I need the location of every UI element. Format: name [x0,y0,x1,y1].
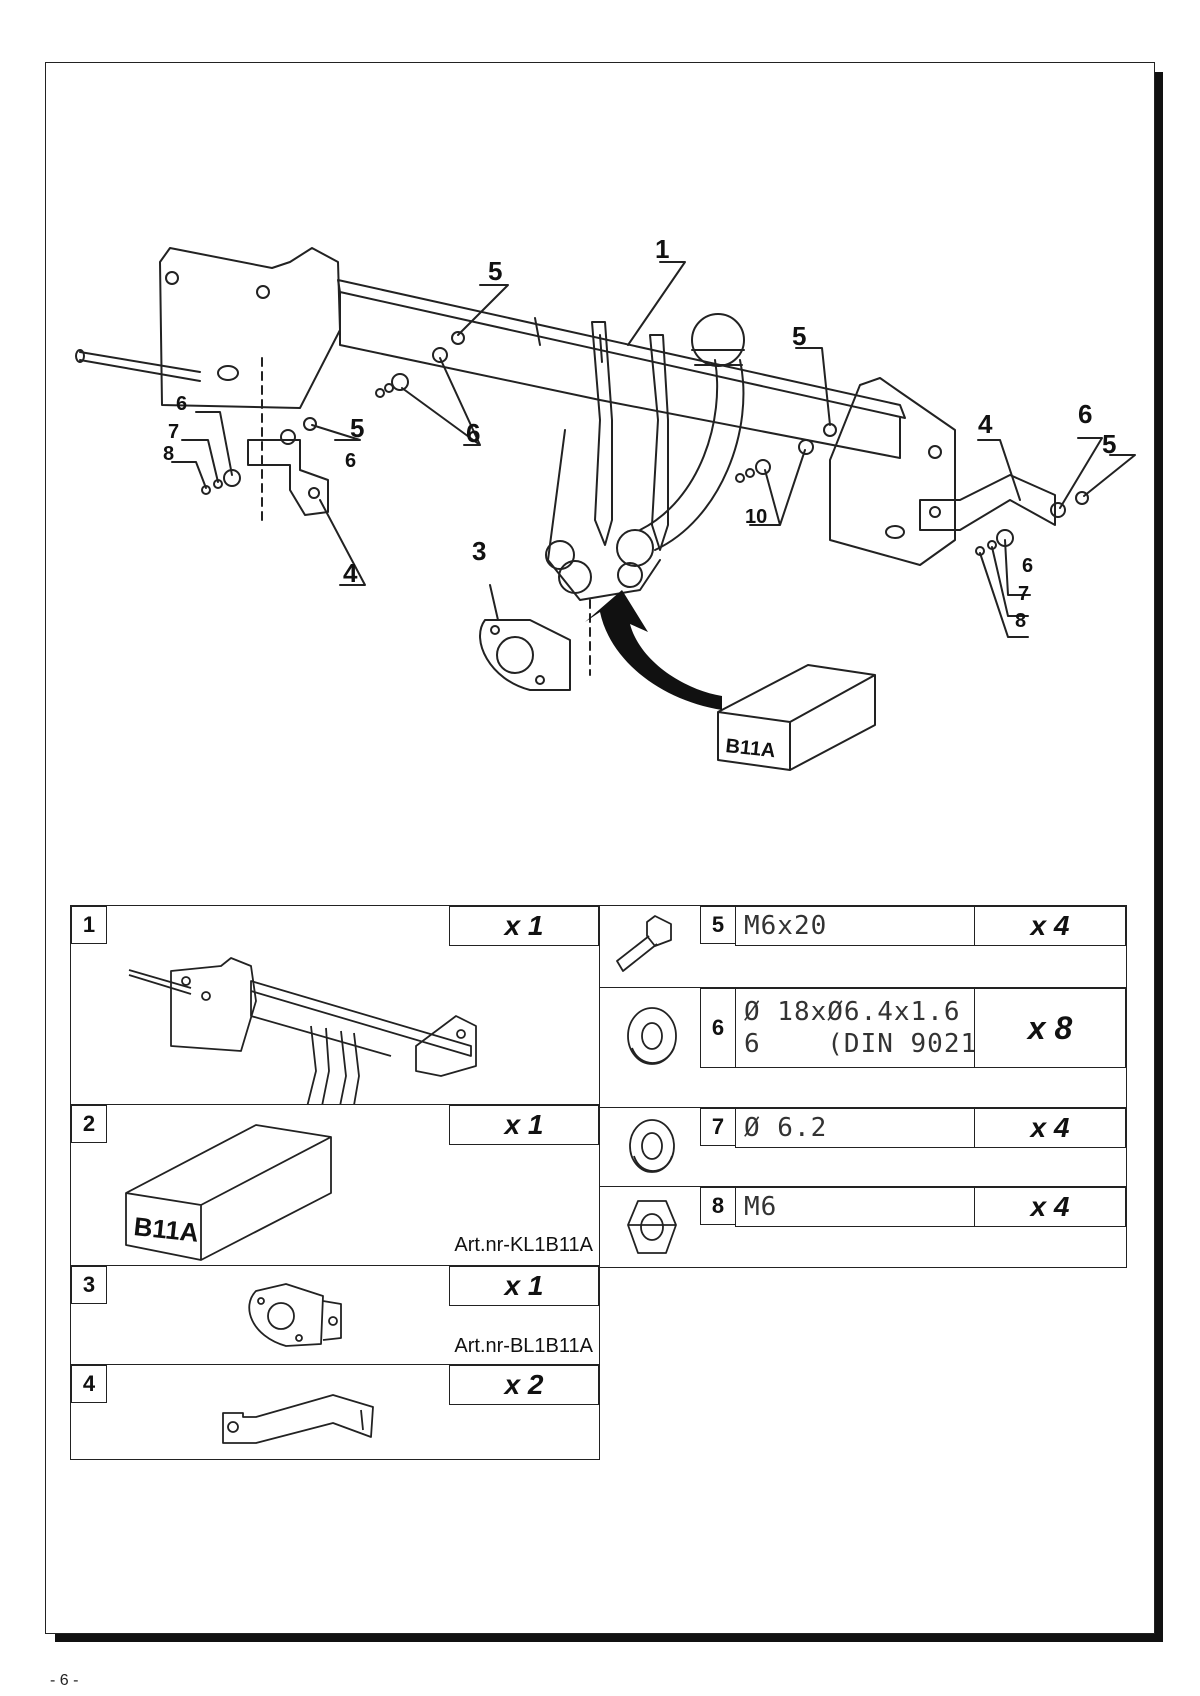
callout-8: 8 [163,443,174,465]
part-2-box-icon: B11A [125,1124,332,1261]
callout-6: 6 [176,393,187,415]
part-quantity: x 1 [449,1266,599,1306]
part-number: 7 [700,1108,736,1146]
arm-right [649,334,669,551]
callout-5: 5 [792,321,806,351]
part-number: 4 [71,1365,107,1403]
part-row-6: 6 Ø 18xØ6.4x1.6 6 (DIN 9021) x 8 [599,987,1127,1108]
part-quantity: x 1 [449,906,599,946]
install-arrow [585,590,722,710]
part-number: 8 [700,1187,736,1225]
article-number: Art.nr-KL1B11A [454,1234,593,1256]
main-crossbar [337,279,906,459]
callout-4: 4 [343,558,358,588]
part-3-socket-plate-icon [248,1283,342,1347]
box-label: B11A [724,735,776,762]
part-quantity: x 1 [449,1105,599,1145]
left-bracket [247,439,329,516]
callout-5: 5 [1102,429,1116,459]
washer-icon [627,1007,677,1065]
part-row-3: 3 x 1 Art.nr-BL1B11A [70,1265,600,1365]
callout-6: 6 [345,450,356,472]
part-row-7: 7 Ø 6.2 x 4 [599,1107,1127,1187]
left-tube [79,351,201,382]
part-spec: Ø 6.2 [735,1108,977,1148]
part-number: 2 [71,1105,107,1143]
callout-5: 5 [350,413,364,443]
part-quantity: x 4 [974,1108,1126,1148]
callout-7: 7 [1018,583,1029,605]
part-quantity: x 4 [974,1187,1126,1227]
part-number: 6 [700,988,736,1068]
part-number: 1 [71,906,107,944]
part-quantity: x 8 [974,988,1126,1068]
part-row-2: B11A 2 x 1 Art.nr-KL1B11A [70,1104,600,1266]
part-row-1: 1 x 1 [70,905,600,1106]
part-number: 3 [71,1266,107,1304]
part-spec: M6x20 [735,906,977,946]
left-end-plate [159,247,341,409]
callout-6: 6 [1078,399,1092,429]
nut-icon [627,1200,677,1254]
part-row-5: 5 M6x20 x 4 [599,905,1127,988]
bolt-icon [616,915,672,972]
box-b11a [717,664,876,771]
spring-washer-icon [629,1119,675,1173]
part-row-4: 4 x 2 [70,1364,600,1460]
part-4-bracket-icon [222,1394,374,1444]
page-number: - 6 - [50,1672,79,1689]
callout-10: 10 [745,506,767,528]
socket-plate [479,619,571,691]
part-spec: Ø 18xØ6.4x1.6 6 (DIN 9021) [735,988,993,1068]
frame-shadow-right [1155,72,1163,1642]
tow-ball [691,313,745,367]
callout-3: 3 [472,536,486,566]
callout-6: 6 [1022,555,1033,577]
part-spec: M6 [735,1187,977,1227]
callout-6: 6 [466,418,480,448]
part-number: 5 [700,906,736,944]
part-1-crossbar-icon [128,957,477,1106]
callout-5: 5 [488,256,502,286]
right-bracket [919,474,1056,531]
arm-left [591,321,613,546]
part-quantity: x 4 [974,906,1126,946]
callout-1: 1 [655,234,669,264]
article-number: Art.nr-BL1B11A [454,1335,593,1357]
frame-shadow-bottom [55,1634,1163,1642]
part-2-box-label: B11A [132,1211,200,1248]
right-end-plate [829,377,956,566]
part-row-8: 8 M6 x 4 [599,1186,1127,1268]
callout-4: 4 [978,409,993,439]
part-quantity: x 2 [449,1365,599,1405]
tow-ball-neck [639,359,745,551]
callout-8: 8 [1015,610,1026,632]
callout-7: 7 [168,421,179,443]
